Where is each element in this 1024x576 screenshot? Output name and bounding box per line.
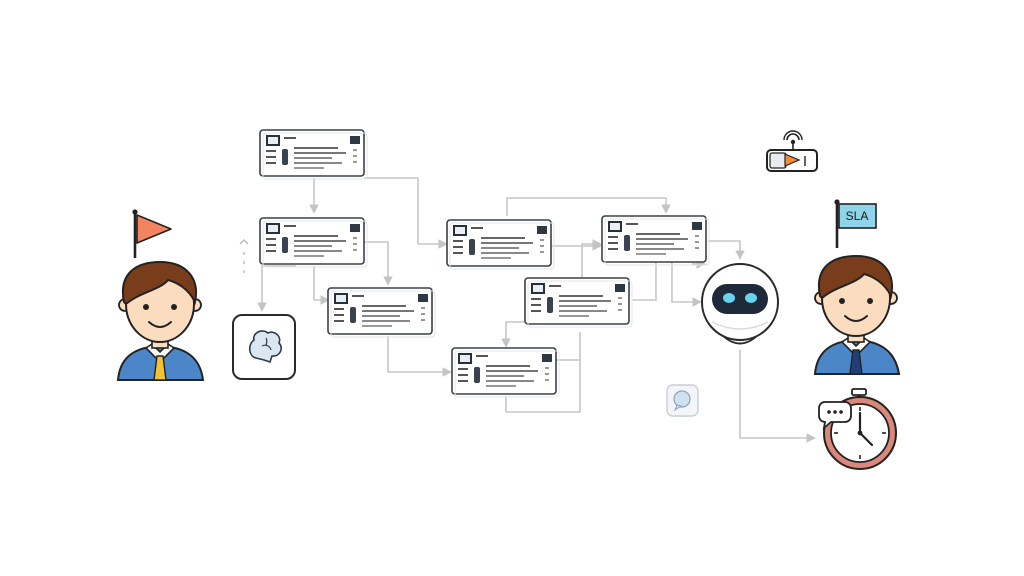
ticket-card	[524, 277, 633, 328]
ticket-card	[259, 129, 368, 180]
connectors	[257, 177, 816, 443]
ticket-card	[601, 215, 710, 266]
stopwatch-icon	[818, 388, 897, 470]
ticket-card	[259, 217, 368, 268]
dashed-indicator	[239, 239, 249, 273]
chat-bubble-icon	[666, 384, 699, 417]
sla-flag-label: SLA	[846, 209, 869, 223]
person-avatar	[813, 254, 901, 375]
flag-icon	[834, 199, 877, 248]
ticket-card	[451, 347, 560, 398]
flag-icon	[132, 209, 172, 258]
video-recorder-icon	[766, 130, 818, 172]
robot-icon	[701, 263, 779, 345]
ticket-card	[446, 219, 555, 270]
person-avatar	[116, 260, 205, 381]
ticket-card	[327, 287, 436, 338]
brain-icon	[232, 314, 296, 380]
